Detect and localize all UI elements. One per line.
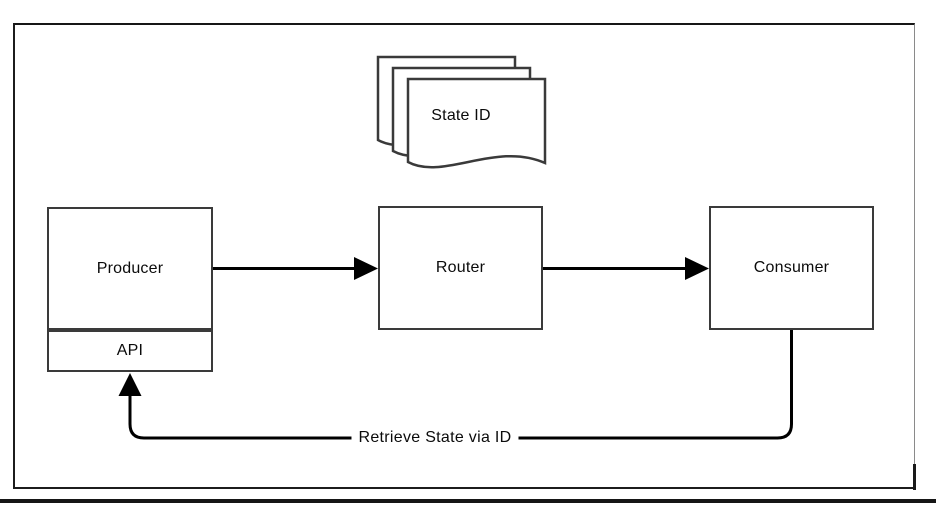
arrow-consumer-to-api-head [118,373,142,396]
edge-label-retrieve-state: Retrieve State via ID [351,429,519,447]
document-sheet-front [406,77,547,169]
node-router: Router [378,206,543,330]
arrow-producer-to-router [213,257,378,280]
node-producer-label: Producer [96,259,164,277]
node-api-label: API [116,342,144,359]
diagram-border-right-accent [913,464,916,490]
document-stack-label: State ID [431,107,491,124]
arrow-producer-to-router-head [354,257,378,280]
node-api: API [47,330,213,372]
node-producer: Producer [47,207,213,330]
diagram-border [13,23,915,489]
node-consumer: Consumer [709,206,874,330]
node-router-label: Router [435,259,486,276]
arrow-consumer-to-api-line [128,330,793,440]
arrow-router-to-consumer-head [685,257,709,280]
page-bottom-rule [0,499,936,503]
node-consumer-label: Consumer [753,259,830,276]
arrow-router-to-consumer [543,257,709,280]
arrow-consumer-to-api [118,330,793,440]
document-stack-icon [376,55,547,169]
